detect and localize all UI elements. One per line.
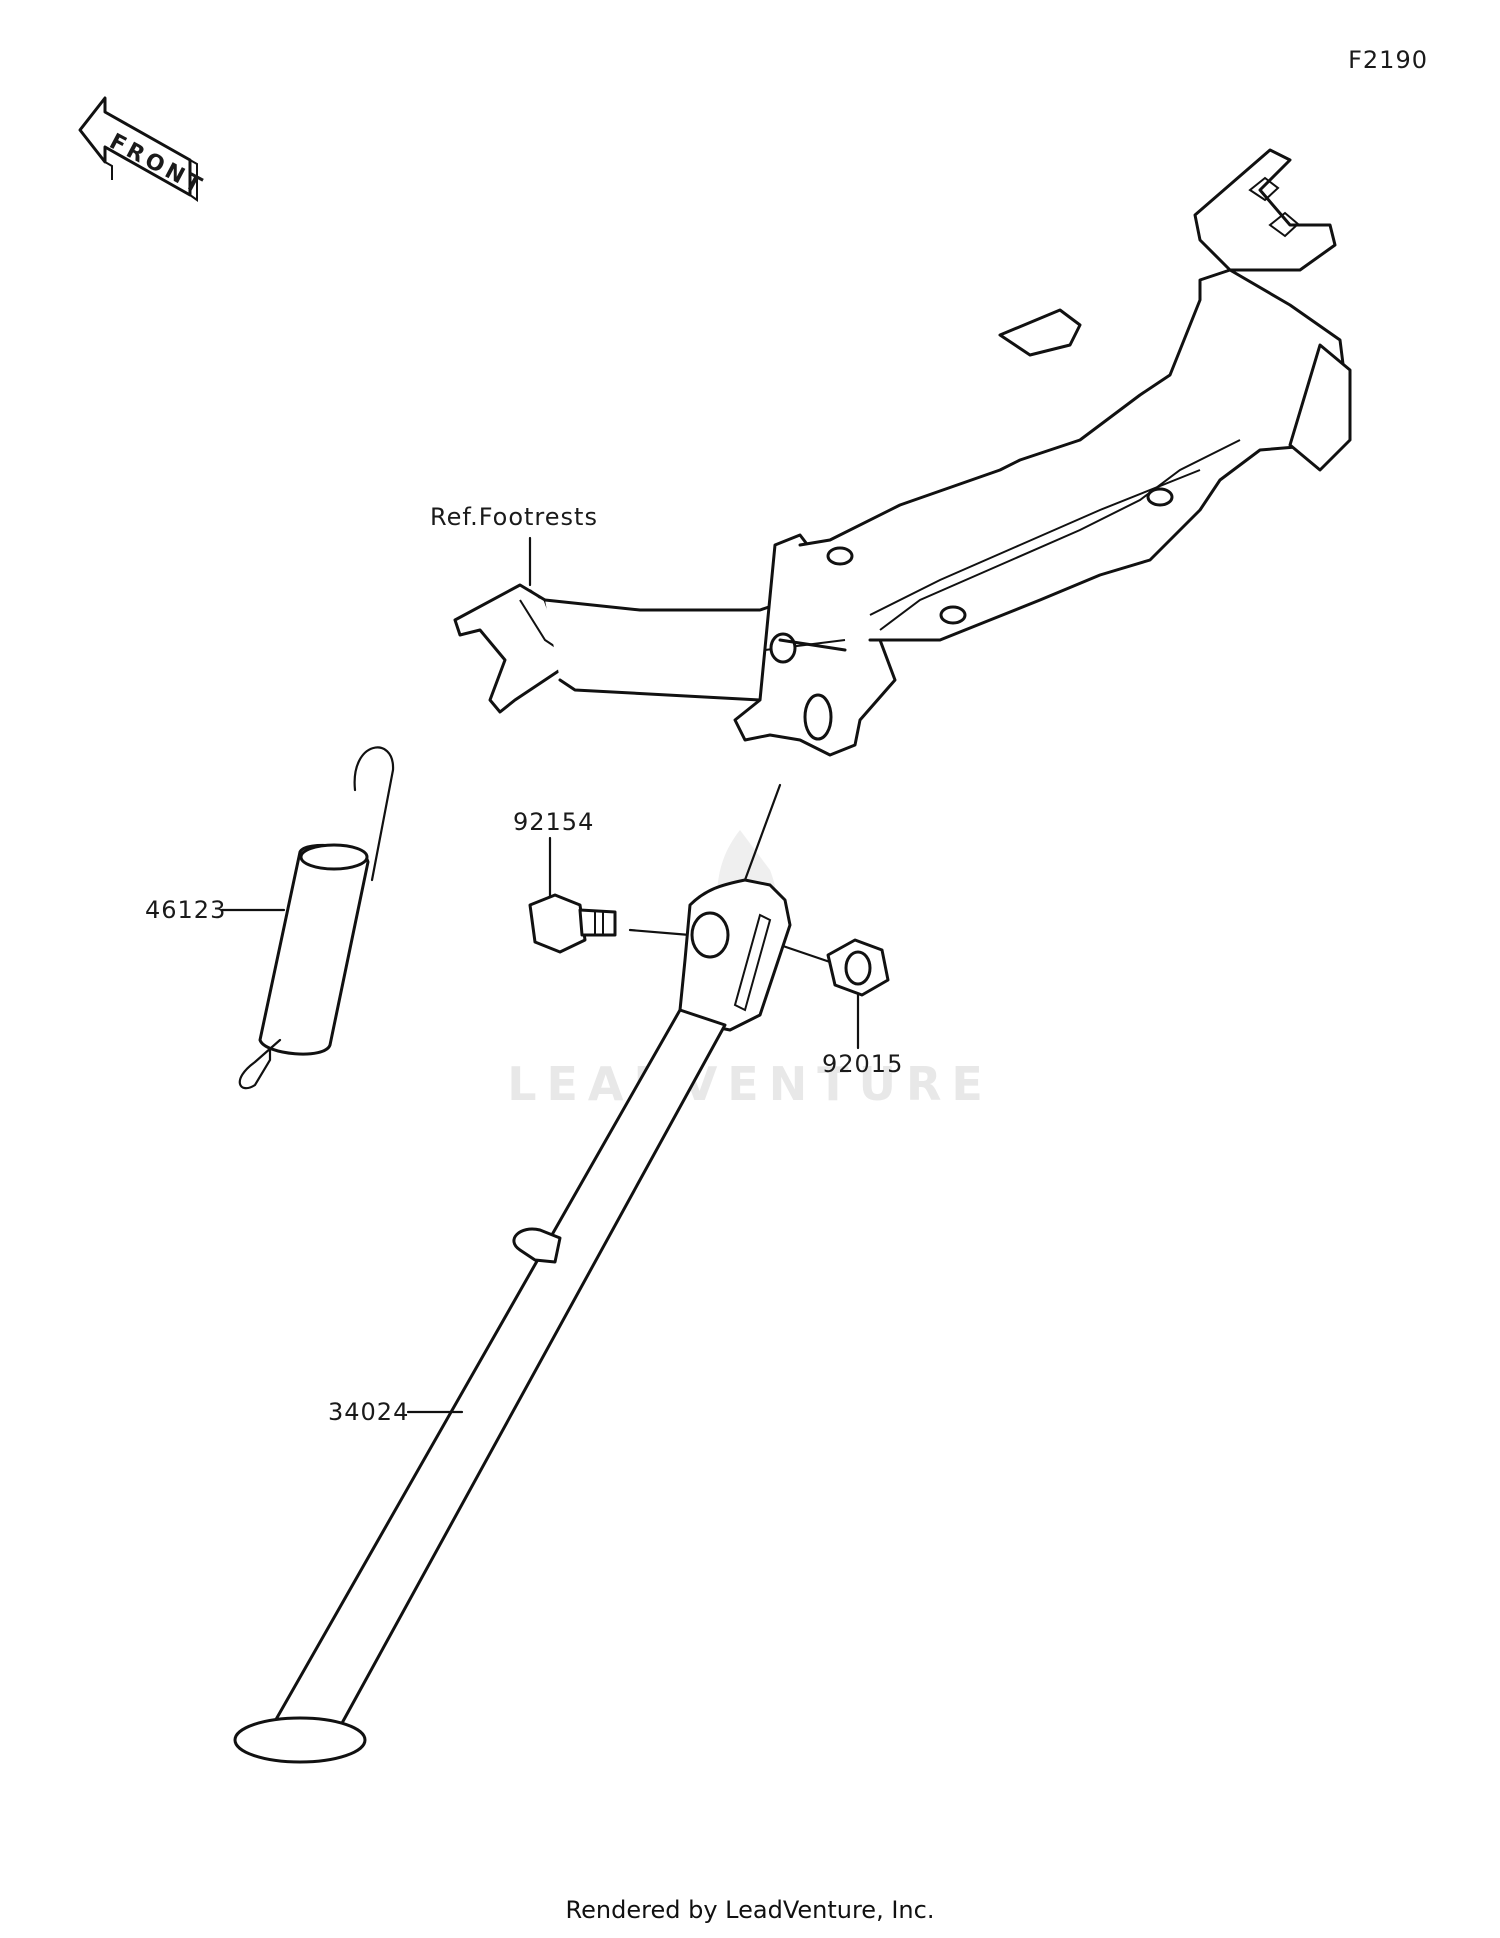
reference-label: Ref.Footrests (430, 503, 598, 531)
part-number-46123: 46123 (145, 896, 226, 924)
part-number-92015: 92015 (822, 1050, 903, 1078)
part-number-92154: 92154 (513, 808, 594, 836)
side-stand (233, 878, 792, 1764)
front-arrow-icon: FRONT (78, 96, 209, 202)
nut (826, 938, 890, 997)
diagram-code: F2190 (1348, 46, 1428, 74)
part-number-34024: 34024 (328, 1398, 409, 1426)
footer-credit: Rendered by LeadVenture, Inc. (565, 1896, 935, 1924)
frame-bracket (453, 148, 1352, 757)
bolt (528, 893, 617, 954)
spring (238, 746, 395, 1090)
watermark-text: LEADVENTURE (507, 1057, 993, 1111)
